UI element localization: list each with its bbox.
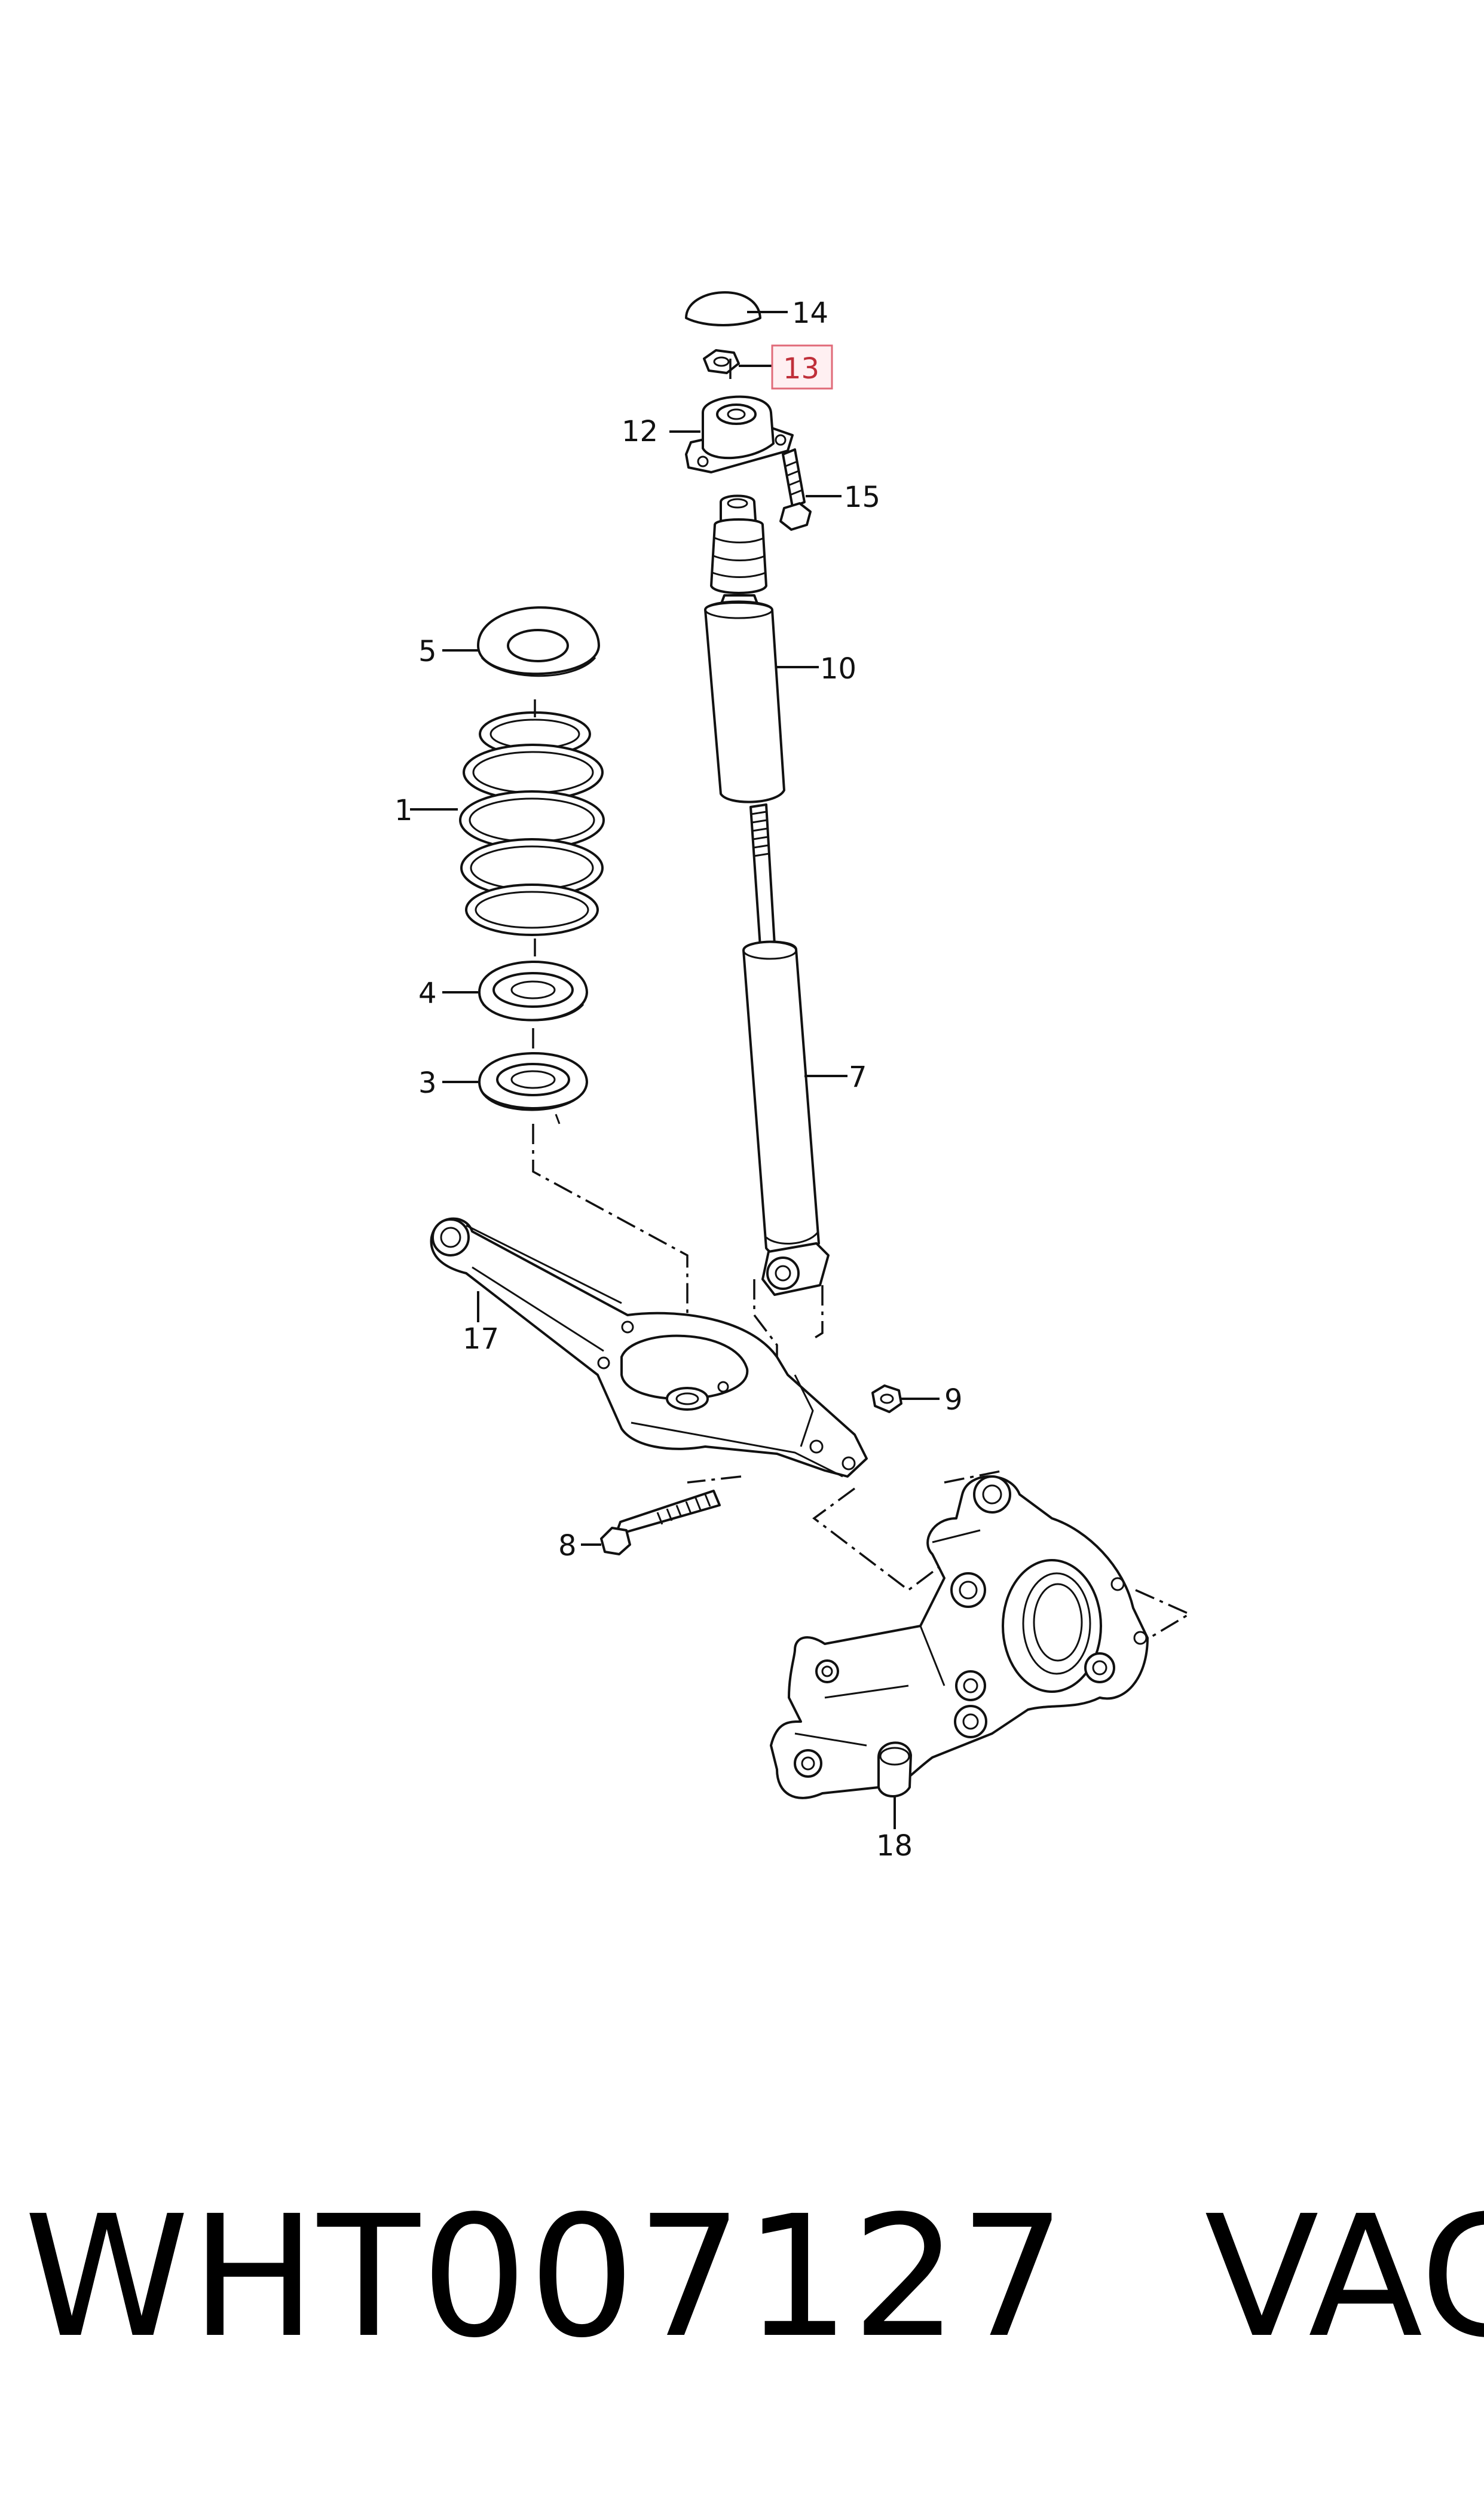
part-15-bolt [779, 448, 812, 531]
part-9-nut [871, 1384, 902, 1413]
part-12-top-mount [685, 395, 794, 473]
brand-name: VAG [1204, 2180, 1484, 2375]
callout-8[interactable]: 8 [558, 1529, 577, 1563]
callout-15[interactable]: 15 [844, 481, 880, 514]
part-14-dust-cap [685, 291, 761, 326]
footer: WHT007127 VAG [24, 2176, 1484, 2379]
part-18-wheel-bearing-housing [770, 1475, 1149, 1799]
callout-3[interactable]: 3 [418, 1066, 437, 1100]
callout-13[interactable]: 13 [783, 352, 819, 386]
callout-10[interactable]: 10 [820, 652, 856, 686]
part-17-control-arm [430, 1217, 868, 1478]
callout-5[interactable]: 5 [418, 635, 437, 668]
part-1-coil-spring [459, 711, 605, 936]
part-5-upper-spring-seat [477, 606, 600, 677]
callout-18[interactable]: 18 [876, 1829, 913, 1863]
part-8-bolt [600, 1490, 721, 1555]
part-10-protective-boot [704, 494, 785, 803]
callout-9[interactable]: 9 [944, 1383, 963, 1417]
part-number: WHT007127 [24, 2180, 1067, 2375]
callout-12[interactable]: 12 [622, 415, 658, 448]
callout-17[interactable]: 17 [463, 1322, 499, 1356]
callout-4[interactable]: 4 [418, 977, 437, 1010]
part-4-lower-spring-seat [478, 961, 588, 1022]
part-13-nut [703, 349, 740, 374]
callout-1[interactable]: 1 [394, 794, 413, 827]
part-7-shock-absorber [742, 803, 830, 1296]
part-3-spring-pad [478, 1052, 588, 1124]
callout-14[interactable]: 14 [792, 296, 828, 330]
callout-7[interactable]: 7 [849, 1060, 867, 1094]
callout-13-highlight-box [771, 344, 833, 390]
